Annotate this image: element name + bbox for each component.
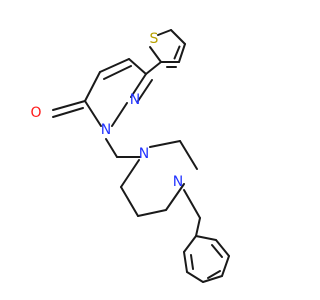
bond-n-ch2 (105, 138, 118, 158)
bond-benz-double-2 (207, 270, 221, 279)
bond-c4-n2 (84, 100, 102, 127)
bond-ring-link (145, 61, 162, 75)
oxygen-atom-label: O (30, 105, 41, 121)
sulfur-atom-label: S (150, 31, 159, 47)
bond-pip-4 (137, 209, 167, 217)
thiophene-ring (149, 29, 186, 68)
bond-c6-c5 (99, 58, 130, 73)
molecule-structure: S O N N N N (30, 29, 230, 283)
bond-benz-1 (183, 235, 197, 253)
nitrogen-atom-label-2: N (101, 122, 111, 138)
bond-benz-6 (215, 239, 230, 257)
nitrogen-atom-label-3: N (139, 146, 149, 162)
bond-pip-1 (149, 140, 181, 148)
bond-c4-c5 (170, 29, 186, 45)
bond-pip-6 (120, 159, 140, 188)
bond-carbonyl-c (52, 100, 86, 111)
bond-c3-c4-double (173, 45, 181, 60)
bond-pip-3 (165, 183, 185, 211)
bond-pip-5 (120, 186, 139, 217)
bond-c5-c4 (84, 71, 101, 102)
bond-benz-4 (202, 275, 223, 283)
methylene-linker (105, 138, 141, 158)
bond-c5-s (157, 29, 172, 36)
bond-n-benzyl (183, 189, 201, 219)
bond-n1-c3-double (137, 79, 153, 102)
nitrogen-atom-label-4: N (173, 174, 183, 190)
bond-benz-3 (186, 271, 204, 283)
bond-c6-c5-double (103, 65, 132, 80)
bond-c3-c4 (178, 43, 186, 63)
bond-benz-7 (195, 235, 217, 241)
piperazine-ring (120, 140, 201, 237)
bond-n1-c3 (130, 73, 147, 98)
molecule-canvas: S O N N N N (30, 29, 230, 283)
bond-s-c2 (149, 46, 162, 63)
bond-benz-double-1 (190, 254, 194, 270)
bond-c3-c6 (128, 58, 147, 75)
bond-n2-n1 (111, 102, 128, 127)
bond-carbonyl-c-double (52, 107, 84, 118)
bond-benz-double-3 (211, 244, 223, 258)
pyridazinone-ring (52, 58, 162, 127)
bond-benzyl-ch2 (195, 217, 201, 237)
atom-labels: S O N N N N (30, 31, 183, 190)
benzene-ring (183, 235, 230, 283)
bond-benz-2 (183, 251, 188, 273)
bond-benz-5 (221, 255, 230, 277)
nitrogen-atom-label-1: N (130, 92, 140, 108)
bond-pip-2 (179, 140, 198, 170)
